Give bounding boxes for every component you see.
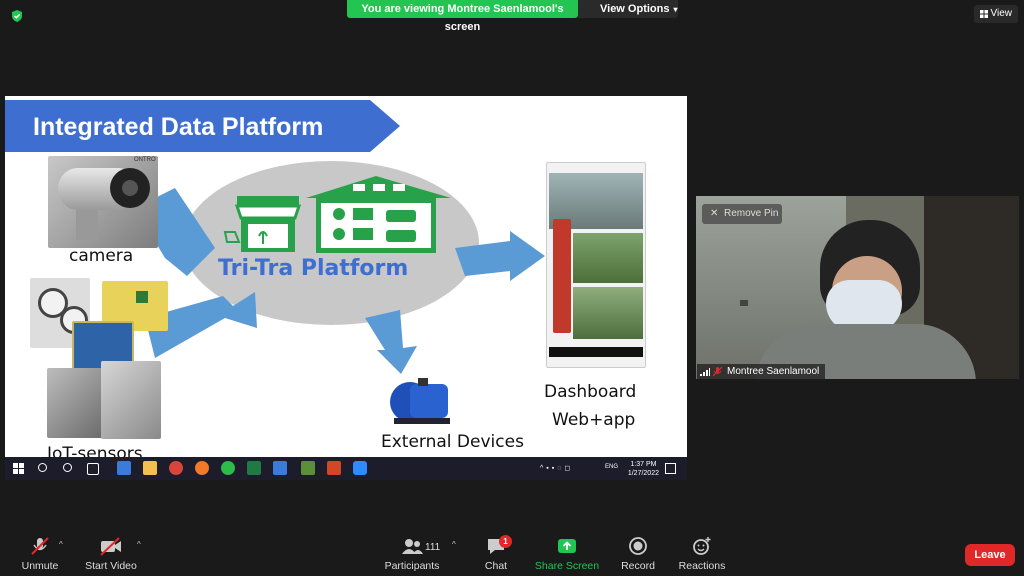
- share-screen-button[interactable]: Share Screen: [527, 536, 607, 572]
- firefox-icon[interactable]: [195, 461, 209, 475]
- arrow-dashboard: [455, 231, 545, 281]
- shared-screen[interactable]: Integrated Data Platform Tri-Tra Platfor…: [5, 96, 687, 480]
- chat-label: Chat: [484, 560, 508, 572]
- start-video-button[interactable]: Start Video: [71, 536, 151, 572]
- app-icon-blue[interactable]: [117, 461, 131, 475]
- slide-title-banner: [5, 100, 400, 152]
- record-icon: [629, 537, 647, 555]
- record-label: Record: [621, 560, 655, 572]
- camera-photo: ONTRO: [48, 156, 158, 248]
- excel-icon[interactable]: [247, 461, 261, 475]
- arrow-external: [365, 310, 417, 374]
- windows-taskbar: ^▪▪◌◻ ENG 1:37 PM 1/27/2022: [5, 457, 687, 480]
- record-button[interactable]: Record: [598, 536, 678, 572]
- chevron-down-icon: ▾: [673, 5, 678, 14]
- desktop-icon[interactable]: [87, 463, 99, 475]
- mic-muted-icon: [31, 537, 49, 555]
- arrow-iot: [145, 292, 257, 358]
- probe-photo: [101, 361, 161, 439]
- search-icon[interactable]: [38, 463, 47, 472]
- language-indicator[interactable]: ENG: [605, 464, 619, 470]
- reactions-label: Reactions: [678, 560, 726, 572]
- camera-label: camera: [69, 246, 134, 266]
- windows-start-icon[interactable]: [13, 463, 24, 474]
- start-video-label: Start Video: [85, 560, 137, 572]
- grid-icon: [980, 10, 988, 18]
- file-explorer-icon[interactable]: [143, 461, 157, 475]
- participants-count: 111: [425, 542, 441, 553]
- mic-muted-icon: [713, 367, 722, 377]
- market-shop-icon: [223, 196, 302, 252]
- notification-icon[interactable]: [665, 463, 676, 474]
- unmute-button[interactable]: Unmute: [0, 536, 80, 572]
- leave-button[interactable]: Leave: [965, 544, 1015, 566]
- participants-label: Participants: [384, 560, 440, 572]
- taskbar-clock[interactable]: 1:37 PM 1/27/2022: [628, 460, 659, 478]
- reactions-button[interactable]: Reactions: [662, 536, 742, 572]
- share-screen-label: Share Screen: [534, 560, 600, 572]
- app-icon-green[interactable]: [301, 461, 315, 475]
- dashboard-screenshot: [546, 162, 646, 368]
- chat-badge: 1: [499, 535, 512, 548]
- chrome-icon[interactable]: [169, 461, 183, 475]
- chat-button[interactable]: Chat: [456, 536, 536, 572]
- webapp-label: Web+app: [552, 410, 636, 430]
- participant-name-bar: Montree Saenlamool: [697, 364, 826, 380]
- emoji-reactions-icon: [693, 537, 711, 555]
- task-view-icon[interactable]: [63, 463, 72, 472]
- platform-ellipse: [183, 161, 479, 325]
- viewing-screen-banner: You are viewing Montree Saenlamool's scr…: [347, 0, 578, 33]
- network-app-icon[interactable]: [273, 461, 287, 475]
- platform-label: Tri-Tra Platform: [218, 256, 409, 281]
- remove-pin-button[interactable]: ✕ Remove Pin: [702, 204, 782, 224]
- share-screen-icon: [558, 539, 576, 553]
- camera-brand: ONTRO: [134, 157, 156, 163]
- view-options-label: View Options: [600, 3, 670, 15]
- participants-icon: [402, 539, 423, 554]
- line-icon[interactable]: [221, 461, 235, 475]
- slide-title: Integrated Data Platform: [33, 113, 324, 141]
- video-options-caret[interactable]: ^: [137, 540, 141, 549]
- powerpoint-icon[interactable]: [327, 461, 341, 475]
- taskbar-time: 1:37 PM: [630, 461, 657, 468]
- participant-name: Montree Saenlamool: [727, 366, 820, 377]
- view-button[interactable]: View: [974, 5, 1018, 23]
- remove-pin-label: Remove Pin: [724, 208, 779, 219]
- pin-icon: ✕: [710, 208, 719, 219]
- zoom-icon[interactable]: [353, 461, 367, 475]
- participants-options-caret[interactable]: ^: [452, 540, 456, 549]
- view-options-button[interactable]: View Options▾: [578, 0, 678, 18]
- audio-options-caret[interactable]: ^: [59, 540, 63, 549]
- signal-strength-icon: [700, 368, 710, 376]
- shield-check-icon[interactable]: [10, 9, 24, 23]
- dashboard-label: Dashboard: [544, 382, 637, 402]
- participant-video[interactable]: [696, 196, 1019, 379]
- probe-photo: [47, 368, 103, 438]
- taskbar-date: 1/27/2022: [627, 470, 659, 477]
- participants-button[interactable]: Participants: [372, 536, 452, 572]
- water-pump-icon: [390, 378, 450, 424]
- greenhouse-icon: [306, 176, 451, 253]
- view-label: View: [990, 8, 1013, 19]
- system-tray-icons[interactable]: ^▪▪◌◻: [540, 465, 574, 472]
- external-devices-label: External Devices: [381, 432, 524, 452]
- video-off-icon: [100, 537, 121, 556]
- unmute-label: Unmute: [21, 560, 59, 572]
